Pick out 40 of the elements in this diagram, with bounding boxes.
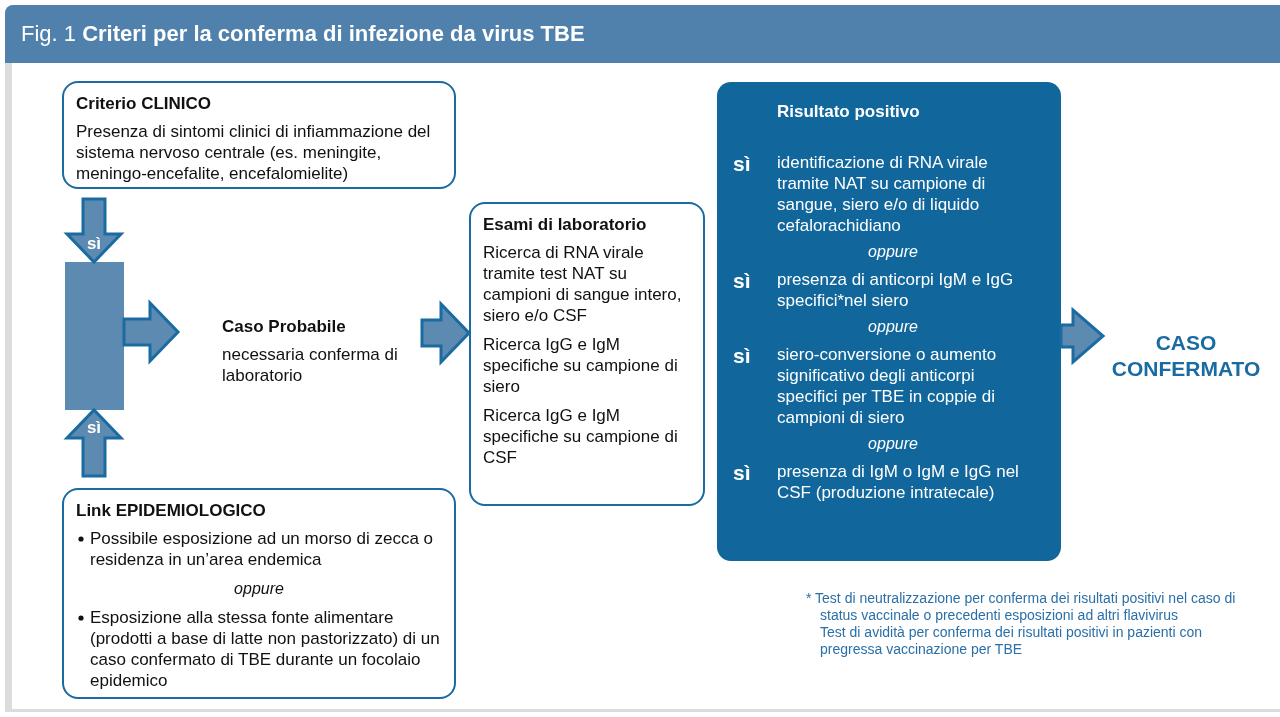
vertical-bar [65,262,124,410]
result-text: presenza di anticorpi IgM e IgG specifici*nel siero [777,269,1015,311]
block-arrow [63,407,125,478]
body-text: Presenza di sintomi clinici di infiammazione del sistema nervoso centrale (es. meningite, meningo-encefalite, encefalomielite) [76,121,432,184]
block-arrow [63,197,125,265]
result-text: presenza di IgM o IgM e IgG nel CSF (produzione intratecale) [777,461,1020,503]
result-label: CASO CONFERMATO [1106,330,1266,386]
block-arrow [1059,306,1106,366]
result-text: siero-conversione o aumento significativo degli anticorpi specifici per TBE in coppie di campioni di siero [777,344,998,428]
yes-mark: sì [733,269,752,293]
yes-mark: sì [733,344,752,368]
footnote-text: Test di avidità per conferma dei risultati positivi in pazienti con pregressa vaccinazione per TBE [819,624,1204,658]
box-heading: Risultato positivo [777,102,921,122]
or-text: oppure [867,435,919,453]
lab-tests-box [469,202,705,506]
box-heading: Link EPIDEMIOLOGICO [76,500,267,522]
title: Fig. 1 Criteri per la conferma di infezione da virus TBE [21,21,585,47]
edge-label: sì [86,234,102,254]
bullet-text: Possibile esposizione ad un morso di zecca o residenza in un’area endemica [90,529,434,569]
body-text: Ricerca IgG e IgM specifiche su campione di CSF [483,405,679,468]
body-text: Ricerca di RNA virale tramite test NAT su campioni di sangue intero, siero e/o CSF [483,242,683,326]
box-heading: Criterio CLINICO [76,93,213,115]
yes-mark: sì [733,461,752,485]
result-text: identificazione di RNA virale tramite NAT su campione di sangue, siero e/o di liquido cefalorachidiano [777,152,989,236]
box-heading: Caso Probabile [222,316,347,338]
or-text: oppure [233,579,285,599]
body-text: Ricerca IgG e IgM specifiche su campione di siero [483,334,679,397]
positive-result-box [717,82,1061,561]
body-text: necessaria conferma di laboratorio [222,344,399,386]
clinical-criterion-box [62,81,456,189]
or-text: oppure [867,243,919,261]
yes-mark: sì [733,152,752,176]
box-heading: Esami di laboratorio [483,214,648,236]
edge-label: sì [86,418,102,438]
epidemiological-link-box [62,488,456,699]
bullet-text: Esposizione alla stessa fonte alimentare (prodotti a base di latte non pastorizzato) di un caso confermato di TBE durante un focolaio epidemico [90,608,440,690]
or-text: oppure [867,318,919,336]
block-arrow [420,300,472,366]
footnote-text: * Test di neutralizzazione per conferma dei risultati positivi nel caso di status vaccinale o precedenti esposizioni ad altri flavivirus [806,590,1237,624]
block-arrow [122,299,181,365]
